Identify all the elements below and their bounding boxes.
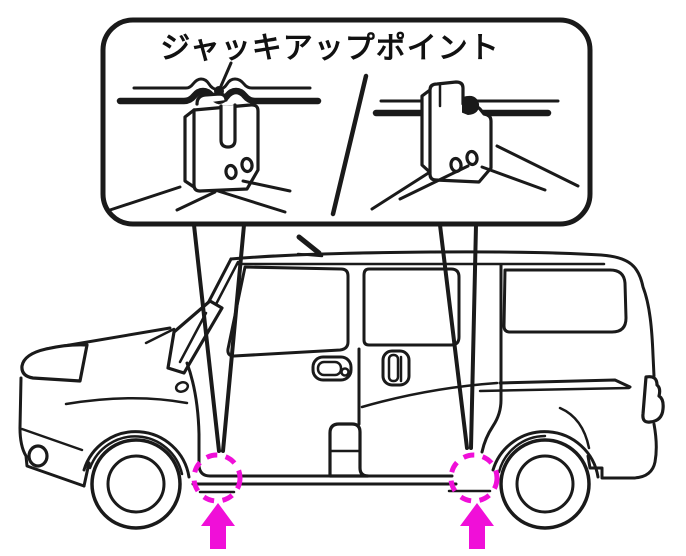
front-jack-point-circle — [191, 452, 243, 504]
rear-fender-crease — [558, 406, 591, 450]
floor-line — [495, 144, 580, 188]
wiper — [144, 327, 176, 345]
front-jack-point-detail — [108, 61, 322, 214]
front-detail-floor-lines — [108, 179, 292, 214]
front-bracket-hole-2 — [240, 156, 254, 174]
a-pillar-inner — [211, 260, 240, 312]
rear-rim — [515, 454, 575, 514]
front-rim — [106, 454, 166, 514]
sliding-door-handle-outline — [381, 349, 411, 387]
side-moulding-upper — [498, 378, 632, 389]
front-fender-crease — [64, 397, 189, 406]
front-door-handle-outline — [311, 355, 353, 382]
front-bumper-rear-edge — [82, 461, 91, 488]
callout-bubble: ジャッキアップポイント — [100, 17, 593, 227]
rear-jack-point-detail — [370, 80, 580, 211]
callout-tail-rear-2 — [469, 223, 478, 450]
taillight — [641, 375, 665, 424]
antenna-icon — [296, 234, 322, 256]
floor-line — [108, 185, 182, 212]
front-bracket-hook — [195, 92, 228, 106]
front-detail-sill-flange — [116, 87, 322, 105]
rear-wheel-arch — [491, 430, 600, 479]
rear-tire — [499, 438, 591, 530]
front-wheel-arch — [82, 430, 191, 479]
side-moulding-lower — [478, 386, 631, 393]
sliding-door-crease — [360, 381, 499, 409]
door-mirror — [166, 299, 224, 375]
front-bracket-hole-1 — [224, 163, 238, 181]
rear-wheel-arch-inner — [497, 434, 547, 474]
callout-tail-front — [192, 223, 221, 453]
front-bumper-crease — [20, 427, 84, 452]
callout-title: ジャッキアップポイント — [160, 31, 500, 66]
rear-bumper — [586, 422, 658, 480]
detail-divider-line — [330, 73, 369, 217]
front-tire — [90, 438, 182, 530]
front-jack-point-arrow-icon — [201, 503, 235, 549]
floor-line — [398, 164, 470, 201]
jack-point-markers — [191, 452, 500, 549]
side-marker — [174, 381, 190, 393]
rear-bracket-hole-2 — [465, 149, 479, 167]
door-mirror-inner — [178, 311, 208, 364]
floor-line — [370, 170, 432, 211]
front-wheel — [82, 430, 191, 530]
sliding-door-handle-grip — [387, 353, 400, 383]
rear-jack-point-circle — [448, 452, 500, 504]
sliding-door-rear-edge — [480, 263, 503, 454]
callout-tail-rear — [438, 223, 469, 450]
floor-line — [241, 179, 292, 193]
front-bumper-edge — [18, 376, 86, 488]
rear-bracket-curl — [462, 95, 480, 116]
van-roof-line — [229, 250, 656, 378]
callout-tail-front-2 — [221, 223, 246, 453]
front-door-handle-grip — [316, 360, 343, 377]
fog-lamp — [27, 444, 49, 468]
front-bracket-notch — [219, 103, 237, 149]
van-illustration — [18, 234, 665, 530]
antenna-base — [296, 252, 324, 258]
rear-jack-point-arrow-icon — [460, 503, 494, 549]
rear-quarter-window — [502, 268, 628, 334]
floor-line — [216, 189, 287, 214]
floor-line — [480, 165, 547, 192]
front-door-handle — [311, 355, 353, 382]
headlight — [20, 343, 89, 383]
rear-wheel — [491, 430, 600, 530]
callout-tails — [192, 223, 478, 453]
front-door-window — [226, 265, 350, 358]
front-wheel-arch-inner — [88, 435, 184, 476]
front-detail-leader-line — [219, 61, 233, 88]
sliding-door-handle — [381, 349, 411, 387]
front-door-front-edge — [185, 361, 201, 468]
front-door-lock — [340, 367, 350, 377]
floor-line — [175, 190, 217, 212]
sliding-door-window — [362, 267, 461, 347]
rear-detail-floor-lines — [370, 144, 580, 211]
sill-upper-line — [197, 464, 454, 478]
